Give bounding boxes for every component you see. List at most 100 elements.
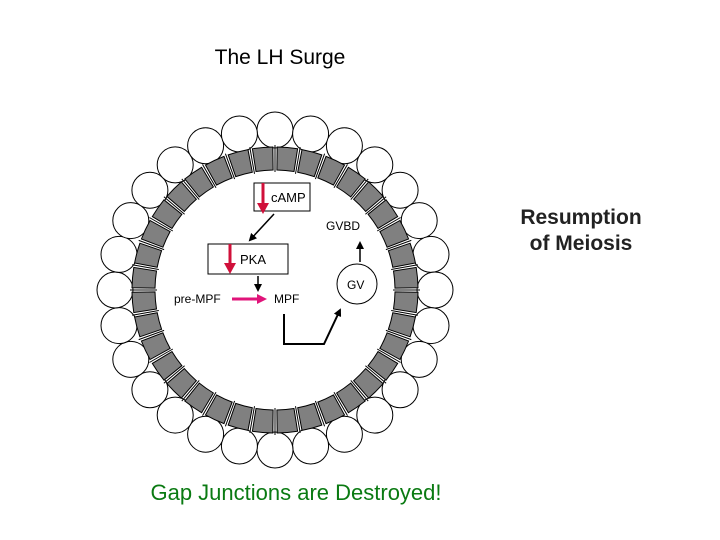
junction-connector — [138, 329, 165, 341]
gvbd-label: GVBD — [326, 219, 360, 233]
gap-junction-segment — [184, 166, 215, 198]
gap-junction-segment — [134, 312, 163, 338]
junction-connector — [163, 365, 185, 384]
side-label-line1: Resumption — [520, 206, 641, 229]
gap-junction-segment — [276, 146, 299, 173]
gap-junction-segment — [227, 149, 253, 178]
mpf-label: MPF — [274, 292, 299, 306]
diagram-title: The LH Surge — [215, 46, 346, 69]
cumulus-cell — [220, 427, 258, 465]
gap-junction-segment — [204, 394, 233, 425]
gap-junction-segment — [166, 367, 198, 399]
gap-junction-segment — [367, 199, 399, 230]
gap-junction-segment — [335, 166, 366, 198]
cumulus-cell — [292, 427, 330, 465]
junction-connector — [314, 153, 326, 180]
junction-connector — [249, 147, 255, 174]
junction-connector — [385, 329, 412, 341]
cumulus-cell — [356, 396, 394, 434]
cumulus-cell — [381, 371, 419, 409]
footer-caption: Gap Junctions are Destroyed! — [150, 480, 441, 505]
junction-connector — [365, 365, 387, 384]
camp-label: cAMP — [271, 190, 306, 205]
gap-junction-segment — [379, 332, 410, 361]
gap-junction-segment — [251, 407, 274, 434]
cumulus-cell — [412, 307, 450, 345]
junction-connector — [391, 310, 418, 316]
pka-down-arrowhead — [224, 263, 236, 274]
junction-connector — [376, 348, 401, 363]
gap-junction-segment — [392, 266, 419, 289]
gap-junction-segment — [131, 266, 158, 289]
cumulus-cell — [220, 115, 258, 153]
cumulus-cell — [256, 431, 294, 469]
cumulus-cell — [381, 171, 419, 209]
cumulus-cell — [325, 415, 363, 453]
junction-connector — [314, 400, 326, 427]
gap-junction-segment — [151, 199, 183, 230]
camp-to-pka-arrow — [248, 213, 275, 242]
mpf-to-gv-path — [283, 308, 342, 345]
junction-connector — [149, 217, 174, 232]
gap-junction-segment — [276, 407, 299, 434]
junction-connector — [376, 217, 401, 232]
gap-junction-segment — [297, 402, 323, 431]
pka-box — [207, 243, 289, 275]
junction-connector — [391, 264, 418, 270]
junction-connector — [163, 196, 185, 215]
cumulus-cell — [96, 271, 134, 309]
cumulus-cell — [325, 127, 363, 165]
cumulus-cell — [292, 115, 330, 153]
junction-connector — [132, 310, 159, 316]
gap-junction-ring — [131, 146, 419, 434]
junction-connectors — [130, 145, 420, 435]
cumulus-cell — [112, 340, 150, 378]
gap-junction-segment — [227, 402, 253, 431]
gap-junction-segment — [392, 291, 419, 314]
germinal-vesicle — [336, 263, 378, 305]
gap-junction-segment — [297, 149, 323, 178]
gap-junction-segment — [251, 146, 274, 173]
gap-junction-segment — [387, 312, 416, 338]
junction-connector — [365, 196, 387, 215]
junction-connector — [181, 380, 200, 402]
cumulus-cell — [156, 146, 194, 184]
cumulus-cell — [156, 396, 194, 434]
junction-connector — [350, 380, 369, 402]
cumulus-cell — [256, 111, 294, 149]
camp-down-arrowhead — [257, 203, 269, 214]
gap-junction-segment — [317, 394, 346, 425]
gap-junction-segment — [151, 350, 183, 381]
side-label-line2: of Meiosis — [530, 232, 633, 255]
junction-connector — [224, 153, 236, 180]
junction-connector — [132, 264, 159, 270]
gap-junction-segment — [317, 155, 346, 186]
gap-junction-segment — [140, 332, 171, 361]
cumulus-cell — [400, 202, 438, 240]
gap-junction-segment — [387, 242, 416, 268]
cumulus-cell — [187, 127, 225, 165]
gap-junction-segment — [134, 242, 163, 268]
cumulus-cell — [131, 171, 169, 209]
cumulus-cell — [356, 146, 394, 184]
cumulus-cell — [100, 307, 138, 345]
cumulus-cell — [416, 271, 454, 309]
junction-connector — [295, 406, 301, 433]
gap-junction-segment — [379, 219, 410, 248]
junction-connector — [249, 406, 255, 433]
junction-connector — [138, 239, 165, 251]
junction-connector — [333, 164, 348, 189]
gv-label: GV — [347, 278, 364, 292]
gap-junction-segment — [184, 382, 215, 414]
junction-connector — [224, 400, 236, 427]
pre-mpf-label: pre-MPF — [174, 292, 221, 306]
gap-junction-segment — [131, 291, 158, 314]
cumulus-cell — [400, 340, 438, 378]
gap-junction-segment — [352, 181, 384, 213]
cumulus-cell — [100, 235, 138, 273]
gap-junction-segment — [204, 155, 233, 186]
junction-connector — [202, 164, 217, 189]
gap-junction-segment — [352, 367, 384, 399]
cumulus-cell — [187, 415, 225, 453]
